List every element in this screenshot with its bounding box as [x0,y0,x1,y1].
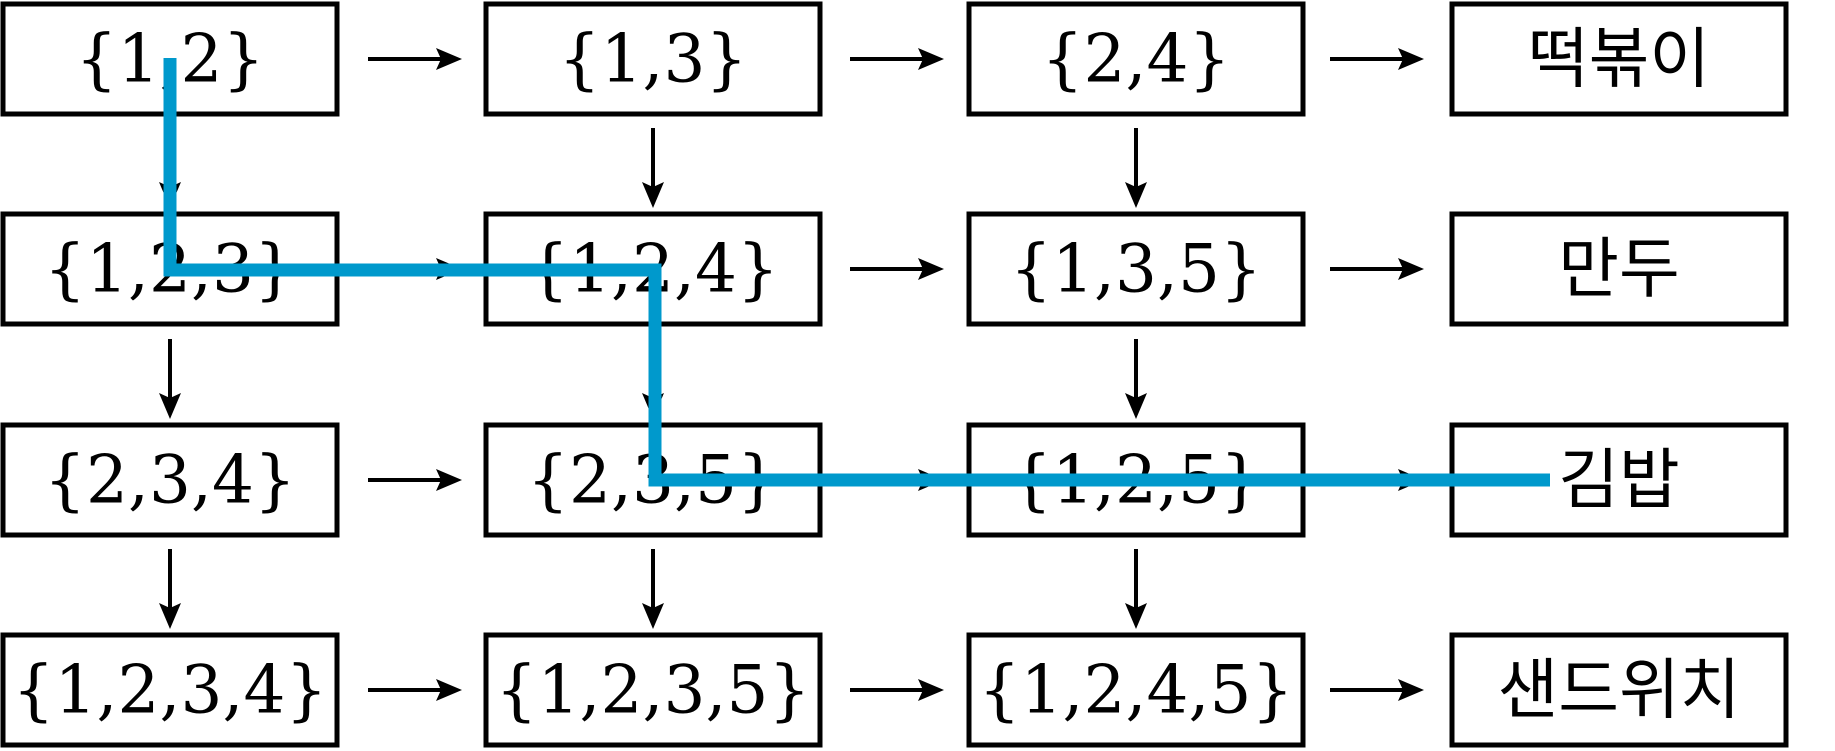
node-label: 김밥 [1558,442,1679,519]
arrow-r0-c2 [1330,48,1424,70]
arrow-v-r1-c0 [159,339,181,419]
arrow-v-r2-c2 [1125,549,1147,629]
node-label: {2,4} [1042,21,1231,98]
arrow-r3-c0 [368,679,462,701]
arrow-r1-c1 [850,258,944,280]
node-label: {2,3,4} [44,442,296,519]
node-label: {1,3,5} [1010,231,1262,308]
arrow-v-r0-c2 [1125,128,1147,208]
node-r0-c2: {2,4} [966,1,1306,117]
node-r3-c0: {1,2,3,4} [0,632,340,748]
arrow-r1-c2 [1330,258,1424,280]
node-r1-c3: 만두 [1449,211,1789,327]
node-r1-c2: {1,3,5} [966,211,1306,327]
node-label: 샌드위치 [1498,652,1741,729]
node-label: 만두 [1558,231,1679,308]
node-label: 떡볶이 [1528,21,1710,98]
node-label: {1,2,3,5} [496,652,811,729]
nodes-layer: {1,2} {1,3} {2,4} 떡볶이 {1,2,3} {1,2,4} {1… [0,1,1789,748]
highlight-path [163,58,1550,487]
node-label: {1,3} [559,21,748,98]
arrow-v-r2-c1 [642,549,664,629]
node-r2-c3: 김밥 [1449,422,1789,538]
arrow-v-r0-c1 [642,128,664,208]
node-r0-c3: 떡볶이 [1449,1,1789,117]
node-r3-c2: {1,2,4,5} [966,632,1306,748]
arrow-r2-c0 [368,469,462,491]
node-r0-c1: {1,3} [483,1,823,117]
arrow-v-r2-c0 [159,549,181,629]
node-r3-c3: 샌드위치 [1449,632,1789,748]
arrows-layer [159,48,1424,701]
arrow-r0-c1 [850,48,944,70]
arrow-r3-c2 [1330,679,1424,701]
arrow-v-r1-c2 [1125,339,1147,419]
node-label: {1,2,4,5} [979,652,1294,729]
arrow-r3-c1 [850,679,944,701]
node-r2-c0: {2,3,4} [0,422,340,538]
node-label: {1,2,3,4} [13,652,328,729]
arrow-r0-c0 [368,48,462,70]
node-r3-c1: {1,2,3,5} [483,632,823,748]
